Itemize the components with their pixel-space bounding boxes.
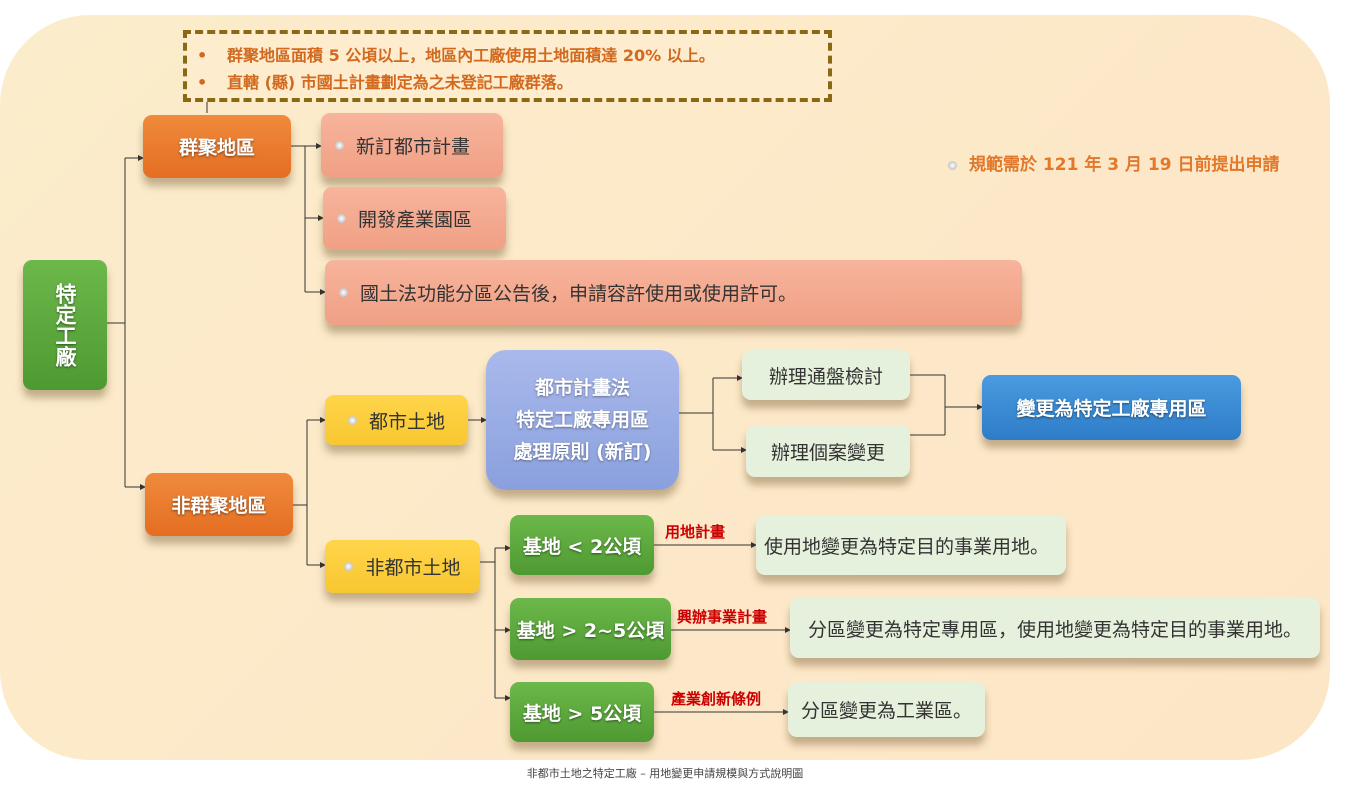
- bullet-icon: [344, 562, 354, 571]
- bullet: •: [197, 73, 208, 92]
- urban-land-node: 都市土地: [325, 395, 468, 445]
- via-label: 用地計畫: [665, 523, 726, 541]
- cluster-option-1: 新訂都市計畫: [321, 113, 503, 178]
- cluster-criteria-note: • 群聚地區面積 5 公頃以上，地區內工廠使用土地面積達 20% 以上。 • 直轄 …: [183, 30, 832, 102]
- cluster-node: 群聚地區: [143, 115, 291, 178]
- bullet: •: [197, 46, 208, 65]
- bullet-icon: [337, 214, 346, 223]
- node-label: 都市土地: [368, 410, 445, 433]
- non-urban-land-node: 非都市土地: [325, 540, 480, 593]
- principle-line: 處理原則 (新訂): [513, 441, 652, 463]
- case-change-node: 辦理個案變更: [746, 425, 910, 477]
- bullet-icon: [335, 141, 344, 150]
- option-label: 新訂都市計畫: [356, 136, 471, 158]
- criteria-2: 直轄 (縣) 市國土計畫劃定為之未登記工廠群落。: [227, 73, 573, 92]
- principle-line: 特定工廠專用區: [515, 409, 649, 431]
- size-small-node: 基地 < 2公頃: [510, 515, 654, 575]
- node-label: 非都市土地: [365, 557, 461, 579]
- via-label: 產業創新條例: [671, 690, 762, 708]
- deadline-note: 規範需於 121 年 3 月 19 日前提出申請: [948, 150, 1279, 175]
- result-medium: 分區變更為特定專用區，使用地變更為特定目的事業用地。: [790, 598, 1320, 658]
- bullet-icon: [339, 288, 348, 297]
- bullet-icon: [347, 415, 357, 425]
- via-label: 興辦事業計畫: [677, 608, 768, 626]
- result-large: 分區變更為工業區。: [788, 682, 985, 737]
- bullet-icon: [948, 161, 957, 170]
- non-cluster-node: 非群聚地區: [145, 473, 293, 536]
- figure-caption: 非都市土地之特定工廠 – 用地變更申請規模與方式說明圖: [526, 767, 804, 780]
- criteria-1: 群聚地區面積 5 公頃以上，地區內工廠使用土地面積達 20% 以上。: [227, 46, 715, 65]
- root-node: 特定工廠: [23, 260, 107, 390]
- urban-principle-node: 都市計畫法 特定工廠專用區 處理原則 (新訂): [486, 350, 679, 490]
- cluster-option-3: 國土法功能分區公告後，申請容許使用或使用許可。: [325, 260, 1022, 325]
- urban-result-node: 變更為特定工廠專用區: [982, 375, 1241, 440]
- size-medium-node: 基地 > 2~5公頃: [510, 598, 671, 660]
- deadline-text: 規範需於 121 年 3 月 19 日前提出申請: [969, 155, 1280, 175]
- cluster-option-2: 開發產業園區: [323, 187, 506, 250]
- result-small: 使用地變更為特定目的事業用地。: [756, 515, 1066, 575]
- option-label: 開發產業園區: [358, 209, 473, 231]
- option-label: 國土法功能分區公告後，申請容許使用或使用許可。: [360, 283, 798, 305]
- general-review-node: 辦理通盤檢討: [742, 350, 910, 400]
- principle-line: 都市計畫法: [534, 377, 630, 399]
- size-large-node: 基地 > 5公頃: [510, 682, 654, 742]
